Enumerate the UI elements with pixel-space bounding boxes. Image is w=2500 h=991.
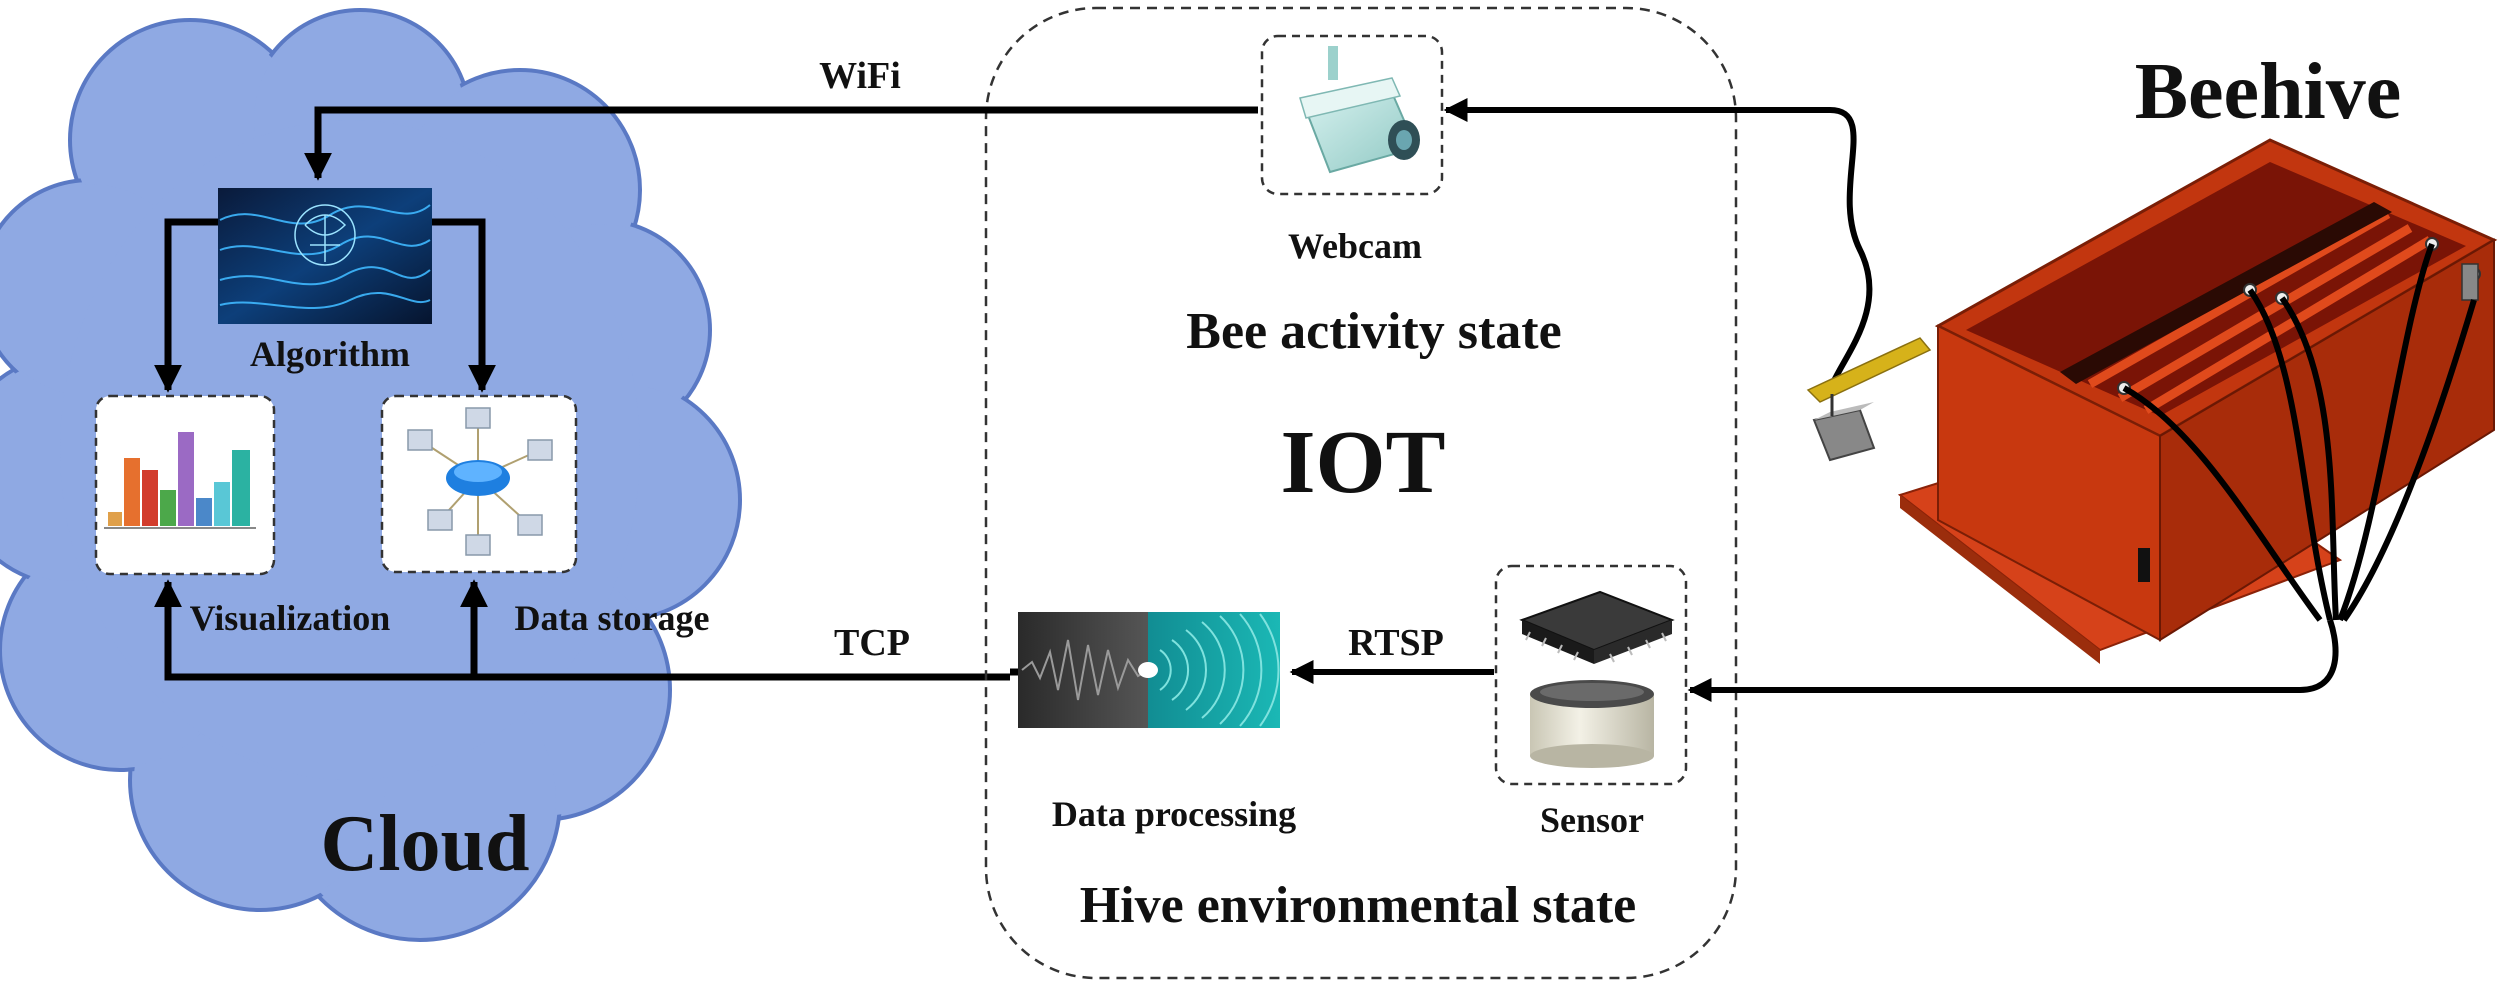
- network-storage-icon: [407, 407, 553, 556]
- wifi-link-arrow: [304, 106, 1258, 181]
- iot-boundary: [984, 6, 1738, 980]
- cctv-camera-icon: [1299, 46, 1420, 174]
- sensor-cable: [1687, 619, 2339, 702]
- algorithm-label: Algorithm: [250, 334, 410, 374]
- sensor-label: Sensor: [1540, 800, 1644, 840]
- bar-chart-icon: [104, 432, 256, 529]
- algorithm-icon: [218, 188, 432, 324]
- chip-sensor-icon: [1519, 590, 1675, 768]
- cloud-title: Cloud: [321, 800, 530, 888]
- beehive-title: Beehive: [2135, 48, 2402, 136]
- processing-label: Data processing: [1052, 794, 1296, 834]
- cloud-arrows: [154, 218, 1010, 681]
- hive-env-label: Hive environmental state: [1080, 877, 1637, 934]
- rtsp-label: RTSP: [1348, 622, 1444, 664]
- beehive-illustration: [1806, 138, 2498, 664]
- iot-title: IOT: [1280, 413, 1445, 512]
- tcp-label: TCP: [834, 622, 910, 664]
- visualization-label: Visualization: [190, 598, 391, 638]
- webcam-label: Webcam: [1288, 226, 1422, 266]
- bee-activity-label: Bee activity state: [1186, 303, 1561, 360]
- webcam-cable: [1443, 98, 1873, 392]
- storage-label: Data storage: [515, 598, 710, 638]
- wifi-label: WiFi: [819, 55, 901, 97]
- waveform-icon: [1018, 612, 1280, 728]
